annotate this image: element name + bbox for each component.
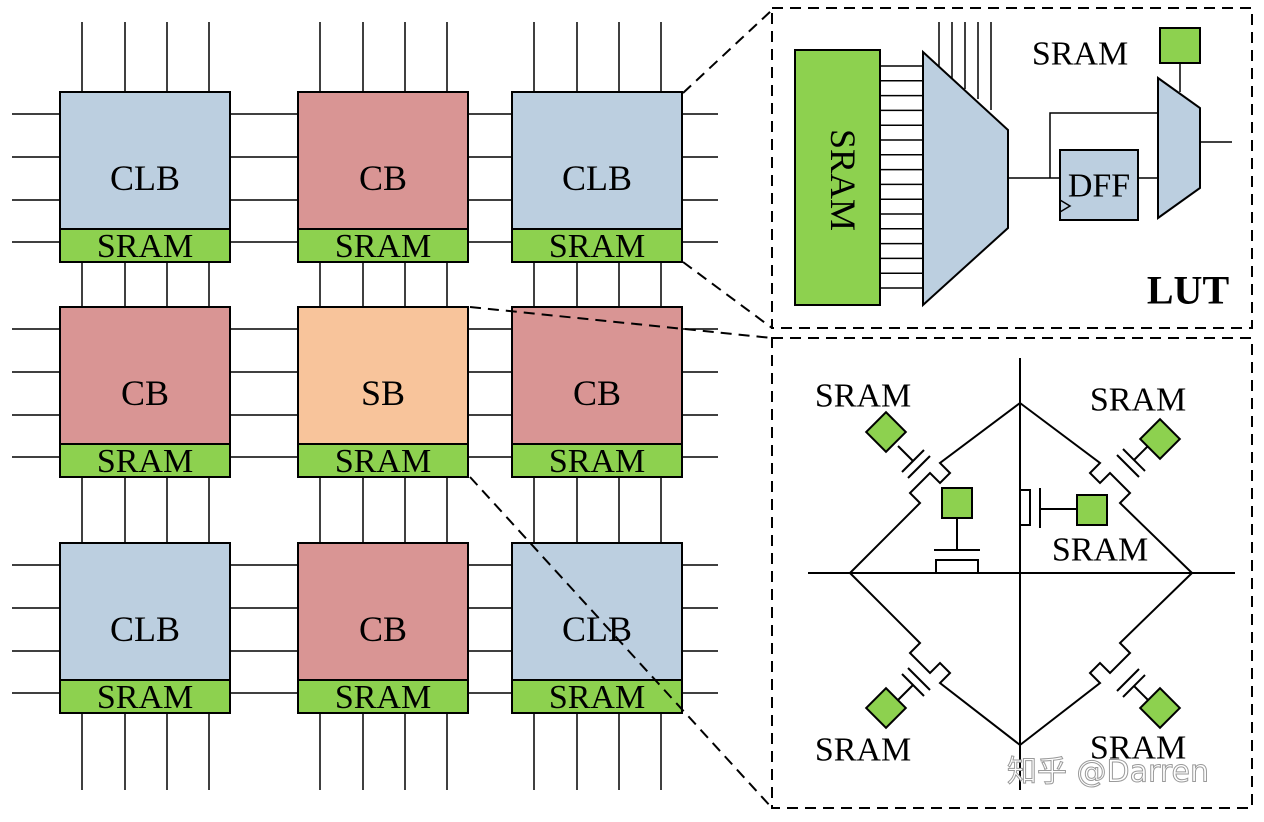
lut-multiplexer (922, 49, 1009, 308)
sram-strip (297, 443, 469, 478)
lut-title: LUT (1147, 268, 1230, 313)
sram-strip (59, 443, 231, 478)
dff-block (1059, 149, 1139, 221)
clb-block (511, 91, 683, 232)
tile-sb: SB SRAM (297, 306, 469, 480)
sram-strip-label: SRAM (335, 679, 431, 716)
clb-block (511, 542, 683, 683)
sb-zoom-line-top (469, 306, 773, 339)
sb-block (297, 306, 469, 447)
sram-strip (297, 679, 469, 714)
sram-strip-label: SRAM (335, 228, 431, 265)
mux-sram-cell (1159, 27, 1201, 64)
sb-sram-label-top-right: SRAM (1090, 382, 1186, 419)
lut-select-lines (938, 22, 992, 110)
sb-transistor-gates (897, 445, 1149, 701)
sb-sram-cell-bottom-left (864, 686, 908, 730)
cb-label: CB (573, 373, 621, 413)
zoom-connectors (469, 9, 773, 809)
sb-sram-cell-top-right (1138, 417, 1182, 461)
sram-strip (511, 443, 683, 478)
sram-strip-label: SRAM (335, 443, 431, 480)
sb-label: SB (361, 373, 405, 413)
clb-block (59, 542, 231, 683)
clb-label: CLB (110, 609, 180, 649)
cb-block (297, 91, 469, 232)
output-multiplexer (1157, 76, 1201, 220)
sram-strip (511, 228, 683, 263)
clb-label: CLB (562, 158, 632, 198)
mux-sram-label: SRAM (1032, 36, 1128, 73)
sram-strip (59, 228, 231, 263)
sb-sram-label-bottom-right: SRAM (1090, 730, 1186, 767)
sb-sram-cell-bottom-right (1138, 686, 1182, 730)
cb-block (59, 306, 231, 447)
sram-strip-label: SRAM (549, 443, 645, 480)
lut-detail-panel: SRAM DFF SRAM LUT (771, 7, 1253, 329)
tile-clb: CLB SRAM (59, 91, 231, 265)
cb-label: CB (359, 609, 407, 649)
tile-cb: CB SRAM (59, 306, 231, 480)
sram-strip-label: SRAM (97, 679, 193, 716)
dff-label: DFF (1068, 168, 1130, 205)
dff-clock-marker (1059, 199, 1072, 213)
fpga-tile-grid: CLBSRAMCBSRAMCLBSRAMCBSRAMSBSRAMCBSRAMCL… (59, 91, 683, 716)
lut-sram-label: SRAM (823, 129, 863, 231)
lut-zoom-line-top (682, 9, 773, 94)
sram-strip (297, 228, 469, 263)
watermark: 知乎 @Darren (1007, 755, 1209, 790)
sram-strip-label: SRAM (97, 443, 193, 480)
sb-sram-cell-right (1076, 494, 1108, 526)
sb-diamond (849, 402, 1193, 746)
tile-cb: CB SRAM (297, 542, 469, 716)
clb-label: CLB (110, 158, 180, 198)
tile-clb: CLB SRAM (59, 542, 231, 716)
tile-clb: CLB SRAM (511, 91, 683, 265)
lut-output-wires (1008, 63, 1232, 179)
sb-zoom-line-bottom (469, 476, 773, 809)
sram-strip-label: SRAM (549, 228, 645, 265)
tile-cb: CB SRAM (297, 91, 469, 265)
sram-strip-label: SRAM (549, 679, 645, 716)
lut-zoom-line-bottom (682, 261, 773, 329)
routing-wires (12, 22, 718, 790)
tile-cb: CB SRAM (511, 306, 683, 480)
sb-sram-label-center: SRAM (1052, 532, 1148, 569)
sb-sram-label-bottom-left: SRAM (815, 732, 911, 769)
sb-sram-cell-top-left (864, 410, 908, 454)
cb-label: CB (121, 373, 169, 413)
sram-strip (59, 679, 231, 714)
sb-sram-label-top-left: SRAM (815, 378, 911, 415)
sb-inner-transistors (850, 403, 1192, 574)
sb-sram-cells (864, 410, 1182, 730)
sb-detail-panel: SRAM SRAM SRAM SRAM SRAM (771, 337, 1253, 809)
clb-block (59, 91, 231, 232)
sram-strip (511, 679, 683, 714)
lut-sram-block (794, 49, 881, 306)
lut-sram-bus (880, 65, 923, 289)
cb-label: CB (359, 158, 407, 198)
sram-strip-label: SRAM (97, 228, 193, 265)
sb-sram-cell-center (941, 487, 973, 519)
